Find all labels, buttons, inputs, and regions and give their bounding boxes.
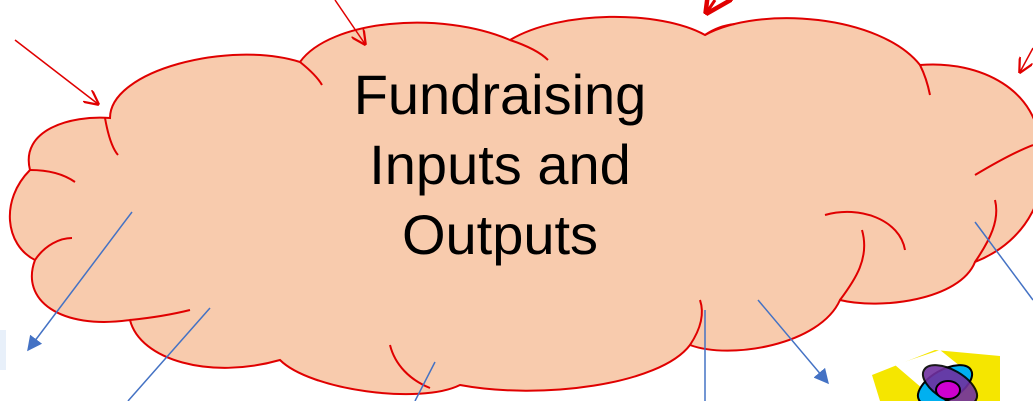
atom-logo-icon [872,350,1000,401]
input-arrow-1 [14,39,98,104]
cloud-title: Fundraising Inputs and Outputs [250,60,750,270]
output-arrow-6 [974,221,1033,301]
cloud-inner-arc-4 [129,309,191,321]
output-arrow-5 [757,299,829,385]
cloud-inner-arc-3 [34,237,73,261]
fundraising-cloud [9,15,1033,396]
left-edge-graphic [0,330,6,370]
cloud-inner-arc-14 [299,61,323,86]
output-arrow-1 [27,211,133,352]
cloud-title-line-3: Outputs [401,203,599,266]
cloud-inner-arc-5 [389,344,431,389]
cloud-inner-arc-8 [824,210,906,251]
input-arrows [14,0,1033,104]
output-arrows [27,211,1033,401]
input-arrow-3 [707,0,715,12]
input-arrow-4 [1020,47,1033,72]
cloud-inner-arc-9 [974,199,998,263]
cloud-inner-arc-7 [839,229,866,301]
cloud-inner-arc-2 [29,169,76,183]
cloud-inner-arc-12 [704,23,736,36]
cloud-inner-arc-10 [974,144,1033,176]
cloud-inner-arc-13 [509,39,549,61]
cloud-title-line-1: Fundraising [353,63,647,126]
cloud-body [9,15,1033,396]
input-arrow-2 [334,0,365,44]
cloud-title-line-2: Inputs and [369,133,631,196]
output-arrow-2 [127,307,211,401]
cloud-inner-arc-1 [104,117,119,156]
cloud-inner-arc-11 [919,64,931,96]
cloud-inner-arc-6 [689,299,703,346]
output-arrow-3 [414,361,436,401]
